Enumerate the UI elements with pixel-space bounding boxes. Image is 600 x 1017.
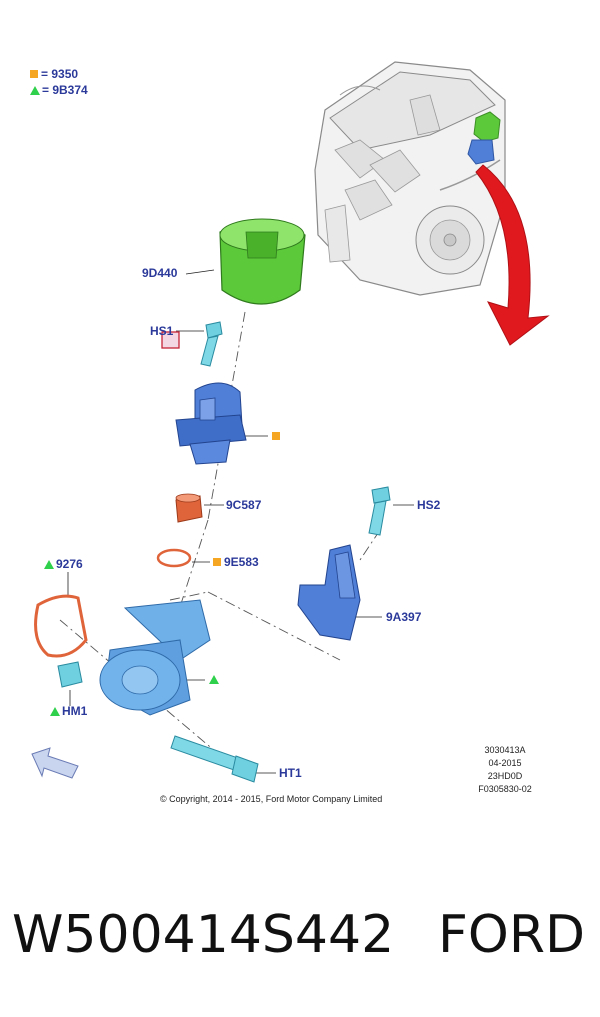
part-9350-pump [175,382,247,465]
part-label-hs2: HS2 [417,498,441,512]
green-triangle-icon [44,560,54,569]
green-triangle-icon [50,707,60,716]
part-hs1-bolt [200,321,223,367]
part-hm1-stud [57,661,83,688]
part-9276-gasket [34,594,88,658]
orange-square-icon [272,432,280,440]
part-hs2-bolt [368,486,391,536]
part-label-9276: 9276 [56,557,83,571]
part-9e583-o-ring [156,548,192,568]
exploded-parts-diagram [31,61,550,783]
legend-item-9b374: = 9B374 [30,83,88,97]
brand-caption: FORD [438,905,586,965]
copyright-notice: © Copyright, 2014 - 2015, Ford Motor Com… [160,794,383,804]
part-9c587-seal [175,493,203,523]
drawing-code: 23HD0D [487,771,523,781]
drawing-reference: F0305830-02 [478,784,532,794]
orange-square-icon [213,558,221,566]
drawing-date: 04-2015 [488,758,522,768]
drawing-metadata: 3030413A 04-2015 23HD0D F0305830-02 [460,744,550,796]
part-label-9c587: 9C587 [226,498,262,512]
part-label-ht1: HT1 [279,766,302,780]
legend-item-9350: = 9350 [30,67,78,81]
part-number-caption: W500414S442 [12,905,395,965]
orange-square-icon [30,70,38,78]
highlight-marker-icon [161,331,180,349]
part-9a397-bracket [297,544,361,641]
part-label-9e583: 9E583 [224,555,259,569]
part-vacuum-pump-housing [99,599,211,716]
part-ht1-bolt [170,735,259,783]
green-triangle-icon [30,86,40,95]
part-label-hs1: HS1 [150,324,174,338]
part-label-hm1: HM1 [62,704,88,718]
drawing-id: 3030413A [484,745,526,755]
front-view-arrow-icon [31,747,79,779]
part-label-9a397: 9A397 [386,610,422,624]
part-9d440-cover [219,218,306,305]
red-arrow-icon [475,164,550,346]
green-triangle-icon [209,675,219,684]
part-label-9d440: 9D440 [142,266,178,280]
engine-illustration [314,61,506,296]
